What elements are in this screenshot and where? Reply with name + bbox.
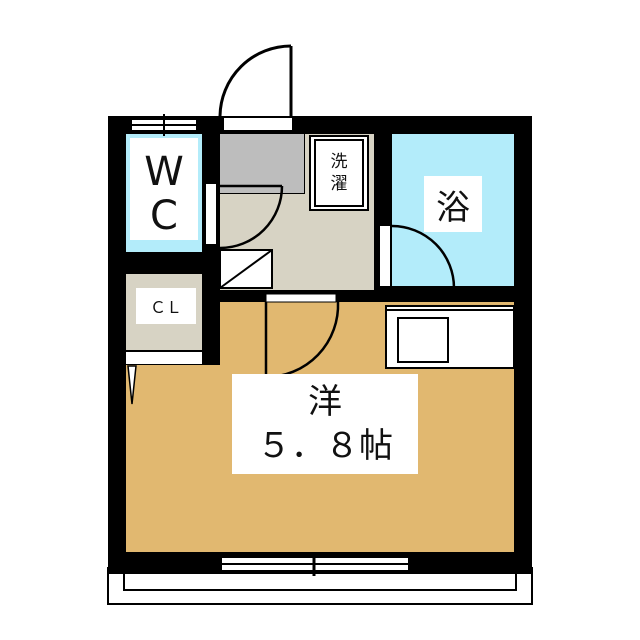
bath-label-text: 浴 [436, 187, 470, 228]
laundry-label: 洗 濯 [318, 144, 360, 202]
western-room-size: ５．８帖 [257, 426, 393, 466]
bath-label: 浴 [424, 176, 482, 232]
wc-label-line2: C [150, 193, 178, 239]
laundry-label-line2: 濯 [330, 174, 348, 194]
closet-label: ＣＬ [136, 288, 196, 324]
laundry-label-line1: 洗 [330, 152, 348, 172]
entrance-door-swing [218, 44, 292, 117]
wc-label-bg [130, 138, 198, 240]
bath-door-swing [391, 224, 456, 289]
western-room-label: 洋 ５．８帖 [232, 374, 418, 474]
entrance-floor [220, 134, 304, 194]
wc-door [206, 184, 216, 244]
closet-label-text: ＣＬ [149, 298, 182, 317]
western-room-type: 洋 [308, 382, 342, 422]
bath-door-jamb [380, 226, 390, 286]
entrance-door-opening [224, 118, 292, 130]
wc-label: W C [130, 146, 198, 242]
kitchen-sink [397, 317, 449, 363]
wc-label-line1: W [144, 149, 184, 195]
